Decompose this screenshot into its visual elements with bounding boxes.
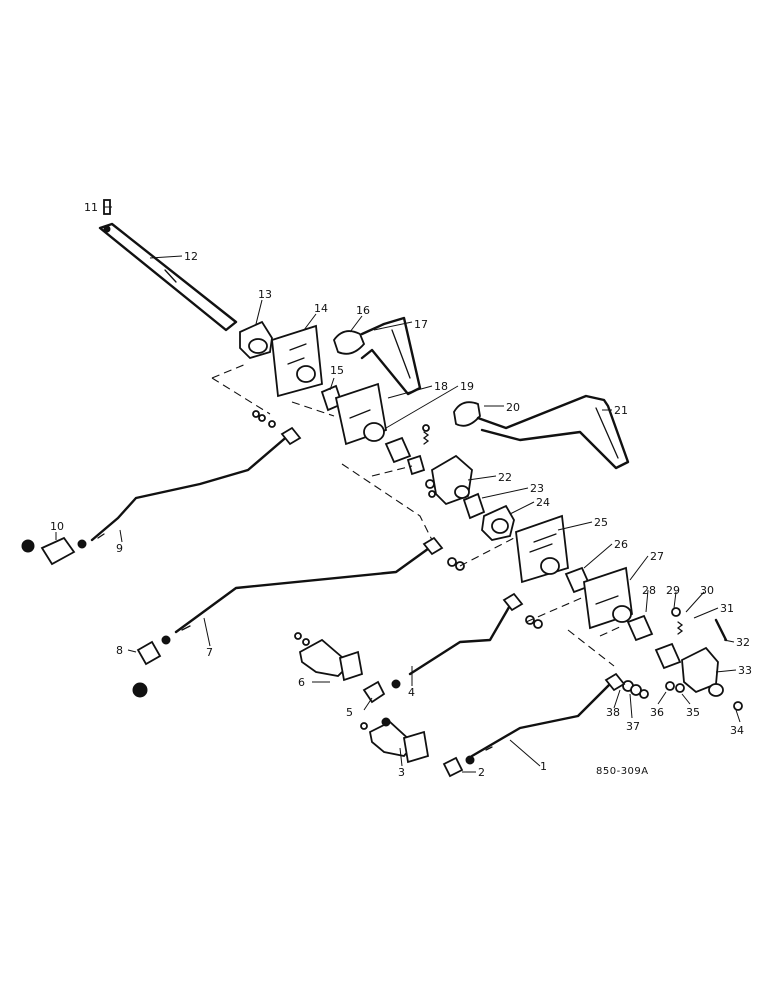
callout-9: 9 <box>116 542 123 555</box>
control-rod-7 <box>174 536 465 634</box>
rod-end-8 <box>132 635 171 698</box>
bushing-29 <box>654 642 682 670</box>
callout-7: 7 <box>206 646 213 659</box>
control-rod-1 <box>470 672 626 758</box>
callout-27: 27 <box>650 550 664 563</box>
pivot-bracket-13 <box>239 320 273 360</box>
callout-8: 8 <box>116 644 123 657</box>
callout-38: 38 <box>606 706 620 719</box>
callout-2: 2 <box>478 766 485 779</box>
bracket-22 <box>406 454 473 506</box>
washers-35-38 <box>622 680 685 699</box>
control-rod-9 <box>90 410 302 542</box>
callout-31: 31 <box>720 602 734 615</box>
callout-21: 21 <box>614 404 628 417</box>
callout-20: 20 <box>506 401 520 414</box>
rod-end-2 <box>442 755 475 778</box>
callout-13: 13 <box>258 288 272 301</box>
control-rod-4 <box>408 592 543 676</box>
callout-22: 22 <box>498 471 512 484</box>
drawing-code: 850-309A <box>596 766 649 777</box>
callout-35: 35 <box>686 706 700 719</box>
rod-end-10 <box>21 536 87 566</box>
mounting-plate-18 <box>334 382 388 446</box>
callout-34: 34 <box>730 724 744 737</box>
callout-11: 11 <box>84 201 98 214</box>
callout-10: 10 <box>50 520 64 533</box>
nut-34 <box>733 701 743 711</box>
callout-29: 29 <box>666 584 680 597</box>
callout-3: 3 <box>398 766 405 779</box>
callout-28: 28 <box>642 584 656 597</box>
callout-18: 18 <box>434 380 448 393</box>
callout-labels: 1 2 3 4 5 6 7 8 9 10 11 12 13 14 15 16 1… <box>50 201 752 779</box>
callout-4: 4 <box>408 686 415 699</box>
bracket-33 <box>681 646 724 697</box>
assembly-lines <box>211 363 623 667</box>
pivot-24 <box>481 504 515 541</box>
cylinder-3 <box>360 717 430 764</box>
callout-5: 5 <box>346 706 353 719</box>
spring-22a <box>422 424 430 445</box>
bushing-23 <box>462 492 486 520</box>
lever-21 <box>453 394 630 470</box>
callout-6: 6 <box>298 676 305 689</box>
mounting-plate-25 <box>515 514 569 584</box>
leader-lines <box>55 206 741 773</box>
callout-24: 24 <box>536 496 550 509</box>
bushing-19 <box>384 436 412 464</box>
callout-32: 32 <box>736 636 750 649</box>
mounting-plate-14 <box>271 324 323 398</box>
callout-12: 12 <box>184 250 198 263</box>
callout-26: 26 <box>614 538 628 551</box>
callout-15: 15 <box>330 364 344 377</box>
callout-33: 33 <box>738 664 752 677</box>
lever-17 <box>333 316 422 396</box>
cylinder-6 <box>294 632 364 682</box>
callout-19: 19 <box>460 380 474 393</box>
callout-25: 25 <box>594 516 608 529</box>
callout-37: 37 <box>626 720 640 733</box>
bushing-28 <box>626 614 654 642</box>
callout-16: 16 <box>356 304 370 317</box>
rod-end-5 <box>362 679 401 704</box>
spring-31 <box>671 607 728 642</box>
callout-17: 17 <box>414 318 428 331</box>
callout-36: 36 <box>650 706 664 719</box>
callout-23: 23 <box>530 482 544 495</box>
callout-30: 30 <box>700 584 714 597</box>
mounting-plate-27 <box>583 566 633 630</box>
callout-14: 14 <box>314 302 328 315</box>
upper-rod-12 <box>98 199 238 332</box>
callout-1: 1 <box>540 760 547 773</box>
